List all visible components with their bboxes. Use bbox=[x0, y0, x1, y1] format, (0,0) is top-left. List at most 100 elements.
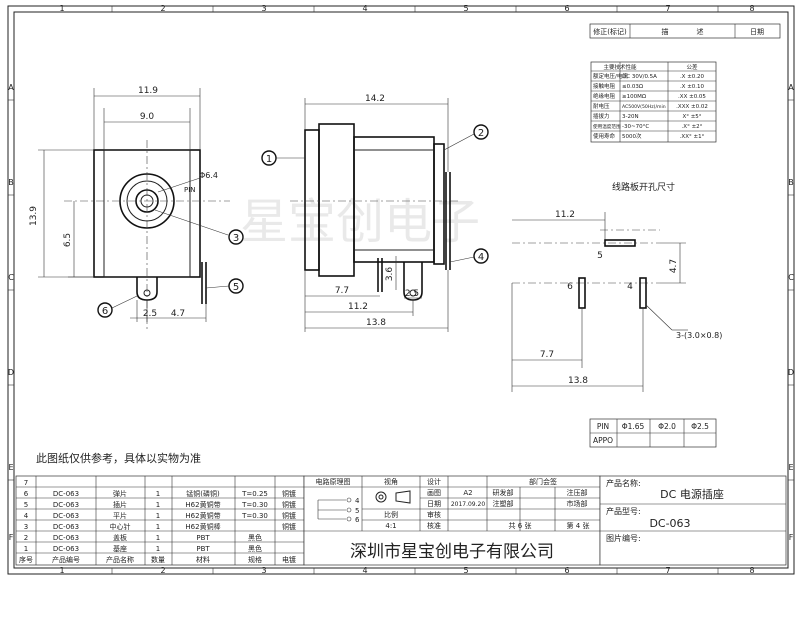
svg-text:耐电压: 耐电压 bbox=[593, 102, 610, 110]
bom-row: 1 DC-063 基座 1 PBT 黑色 bbox=[24, 544, 262, 553]
svg-text:5: 5 bbox=[355, 507, 359, 515]
svg-text:第 4 张: 第 4 张 bbox=[567, 521, 590, 530]
svg-text:比例: 比例 bbox=[384, 510, 398, 519]
svg-text:4: 4 bbox=[362, 4, 367, 13]
svg-text:注压部: 注压部 bbox=[567, 488, 588, 497]
dim-front-inner: 9.0 bbox=[140, 112, 155, 122]
svg-text:中心针: 中心针 bbox=[110, 522, 131, 531]
svg-text:DC-063: DC-063 bbox=[53, 545, 79, 553]
svg-text:E: E bbox=[788, 463, 793, 472]
svg-text:F: F bbox=[789, 533, 794, 542]
rev-header-desc-1: 描 bbox=[662, 27, 669, 36]
dim-front-width: 11.9 bbox=[138, 86, 158, 96]
svg-text:研发部: 研发部 bbox=[493, 488, 514, 497]
svg-text:5: 5 bbox=[463, 4, 468, 13]
svg-text:.XX ±0.05: .XX ±0.05 bbox=[678, 94, 706, 100]
svg-text:市场部: 市场部 bbox=[567, 499, 588, 508]
svg-text:3-20N: 3-20N bbox=[622, 114, 639, 120]
svg-text:.XXX ±0.02: .XXX ±0.02 bbox=[676, 104, 708, 110]
callout-4 bbox=[473, 248, 489, 264]
svg-text:6: 6 bbox=[564, 4, 569, 13]
svg-text:日期: 日期 bbox=[427, 500, 441, 508]
svg-text:锰铜(磷铜): 锰铜(磷铜) bbox=[186, 489, 220, 498]
dim-side-c: 13.8 bbox=[366, 318, 386, 328]
svg-text:平片: 平片 bbox=[113, 511, 127, 520]
svg-text:DC-063: DC-063 bbox=[53, 512, 79, 520]
svg-text:X° ±5°: X° ±5° bbox=[682, 114, 701, 120]
svg-text:1: 1 bbox=[59, 4, 64, 13]
svg-text:审核: 审核 bbox=[427, 510, 441, 519]
svg-text:.XX° ±1°: .XX° ±1° bbox=[680, 134, 705, 140]
svg-text:绝缘电阻: 绝缘电阻 bbox=[593, 92, 616, 100]
svg-text:公差: 公差 bbox=[686, 63, 698, 71]
pcb-title: 线路板开孔尺寸 bbox=[612, 181, 675, 193]
svg-text:PIN: PIN bbox=[597, 422, 609, 431]
pcb-label-5: 5 bbox=[597, 251, 603, 261]
svg-text:7: 7 bbox=[665, 4, 670, 13]
svg-text:8: 8 bbox=[749, 566, 754, 575]
svg-text:1: 1 bbox=[156, 512, 160, 520]
svg-text:材料: 材料 bbox=[196, 555, 210, 564]
dim-pcb-d3: 7.7 bbox=[540, 350, 554, 360]
svg-text:1: 1 bbox=[156, 545, 160, 553]
svg-text:铜镀: 铜镀 bbox=[282, 522, 296, 531]
dim-pcb-d1: 11.2 bbox=[555, 210, 575, 220]
callout-6 bbox=[97, 302, 113, 318]
side-view: 14.2 7.7 11.2 13.8 3.6 2.5 1 2 4 bbox=[261, 94, 489, 332]
svg-text:DC 30V/0.5A: DC 30V/0.5A bbox=[622, 74, 657, 80]
svg-text:盖板: 盖板 bbox=[113, 533, 127, 542]
svg-text:3: 3 bbox=[24, 523, 28, 531]
bom-row: 7 bbox=[24, 479, 28, 487]
svg-text:C: C bbox=[8, 273, 14, 282]
dim-front-pitch-a: 2.5 bbox=[143, 309, 157, 319]
dim-side-p: 2.5 bbox=[405, 289, 419, 299]
svg-text:额定电压/电流: 额定电压/电流 bbox=[593, 72, 628, 80]
svg-text:B: B bbox=[788, 178, 794, 187]
rev-header-date: 日期 bbox=[750, 28, 764, 36]
bom-row: 4 DC-063 平片 1 H62黄铜带 T=0.30 铜镀 bbox=[24, 511, 296, 520]
svg-text:D: D bbox=[788, 368, 794, 377]
bom-table: 7 6 DC-063 弹片 1 锰铜(磷铜) T=0.25 铜镀 5 DC-06… bbox=[15, 475, 305, 566]
dim-side-h1: 3.6 bbox=[385, 267, 395, 282]
svg-text:5000次: 5000次 bbox=[622, 132, 642, 140]
pcb-view: 线路板开孔尺寸 11.2 5 4.7 6 4 7.7 13.8 3-(3.0×0… bbox=[511, 181, 722, 392]
svg-text:4: 4 bbox=[478, 252, 484, 263]
svg-text:≥100MΩ: ≥100MΩ bbox=[622, 94, 646, 100]
svg-text:1: 1 bbox=[156, 490, 160, 498]
svg-text:部门会签: 部门会签 bbox=[529, 477, 557, 486]
dim-pcb-d2: 4.7 bbox=[669, 259, 679, 273]
svg-text:产品名称: 产品名称 bbox=[106, 555, 134, 564]
svg-text:7: 7 bbox=[24, 479, 28, 487]
svg-text:弹片: 弹片 bbox=[113, 489, 127, 498]
pcb-label-6: 6 bbox=[567, 282, 573, 292]
border-labels: 1 2 3 4 5 6 7 8 1 2 3 4 5 6 7 8 A B C D … bbox=[8, 4, 794, 575]
bom-row: 5 DC-063 插片 1 H62黄铜带 T=0.30 铜镀 bbox=[24, 500, 296, 509]
pcb-label-4: 4 bbox=[627, 282, 633, 292]
svg-text:DC-063: DC-063 bbox=[53, 490, 79, 498]
svg-text:A: A bbox=[8, 83, 14, 92]
svg-text:视角: 视角 bbox=[384, 477, 398, 486]
company-name: 深圳市星宝创电子有限公司 bbox=[350, 542, 554, 562]
front-view: 11.9 9.0 13.9 6.5 Φ6.4 PIN 2.5 4.7 3 5 6 bbox=[29, 86, 244, 330]
svg-text:1: 1 bbox=[266, 154, 272, 165]
svg-text:使用温度范围: 使用温度范围 bbox=[593, 123, 621, 130]
svg-text:B: B bbox=[8, 178, 14, 187]
svg-text:2017.09.20: 2017.09.20 bbox=[451, 501, 486, 508]
callout-3 bbox=[228, 229, 244, 245]
svg-text:5: 5 bbox=[463, 566, 468, 575]
rev-header-desc-2: 述 bbox=[697, 27, 704, 36]
dim-pcb-d4: 13.8 bbox=[568, 376, 588, 386]
svg-text:3: 3 bbox=[233, 233, 239, 244]
pin-table: PIN Φ1.65 Φ2.0 Φ2.5 APPO bbox=[589, 418, 717, 448]
watermark: 星宝创电子 bbox=[240, 194, 480, 250]
dim-side-top: 14.2 bbox=[365, 94, 385, 104]
svg-text:A2: A2 bbox=[463, 489, 472, 497]
svg-text:E: E bbox=[8, 463, 13, 472]
svg-text:D: D bbox=[8, 368, 14, 377]
svg-text:产品编号: 产品编号 bbox=[52, 555, 80, 564]
svg-text:电路原理图: 电路原理图 bbox=[316, 477, 351, 486]
svg-text:3: 3 bbox=[261, 566, 266, 575]
title-block: 电路原理图 视角 设计 部门会签 画图 A2 研发部 注压部 日期 2017.0… bbox=[303, 475, 601, 566]
svg-text:1: 1 bbox=[59, 566, 64, 575]
